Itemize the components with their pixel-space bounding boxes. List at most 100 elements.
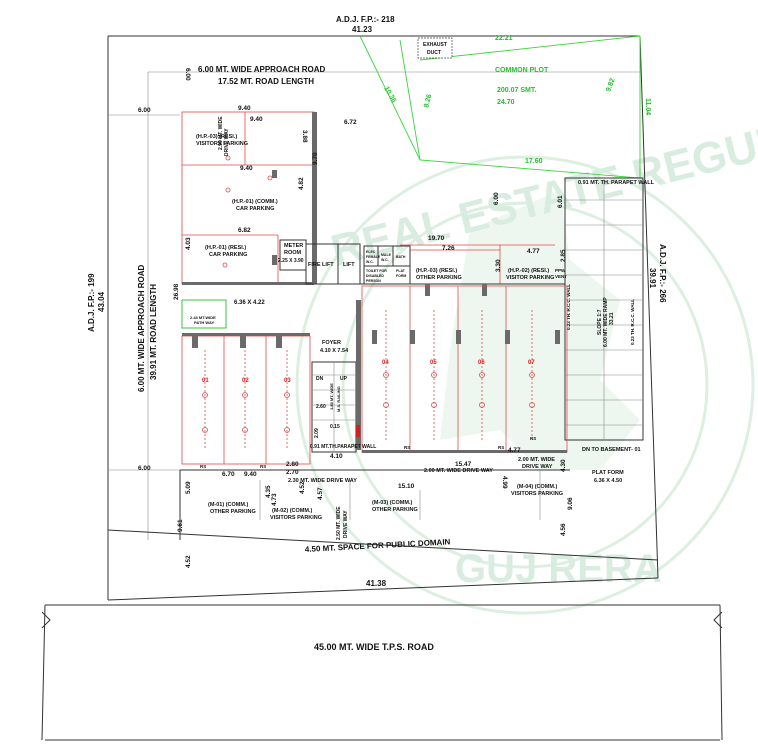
common-plot-dim-5: 9.82: [605, 77, 616, 92]
dim-961: 9.61: [177, 519, 184, 532]
shop-05: 05: [430, 360, 437, 366]
exhaust-label-1: EXHAUST: [423, 42, 447, 48]
male-wc-2: W.C.: [381, 258, 389, 262]
dim-940-mid: 9.40: [250, 116, 263, 123]
dim-509: 5.09: [185, 481, 192, 494]
toilet-disabled-3: PERSON: [366, 279, 381, 283]
dim-482: 4.82: [298, 177, 305, 190]
stair-015: 0.15: [330, 424, 340, 430]
slope-2: 6.00 MT. WIDE RAMP: [603, 297, 609, 347]
area-636: 6.36 X 4.22: [234, 300, 265, 306]
shops-right: [361, 285, 568, 453]
dim-403: 4.03: [185, 237, 192, 250]
left-dim: 26.98: [173, 283, 180, 300]
hp01-comm-1: (H.P.-01) (COMM.): [232, 199, 278, 205]
toilet-disabled-1: TOILET FOR: [366, 269, 387, 273]
common-plot-dim-1: 22.21: [495, 35, 513, 42]
hp03-label-1: (H.P.-03) (RESI.): [196, 134, 237, 140]
dim-452-b: 4.52: [185, 555, 192, 568]
m01-1: (M-01) (COMM.): [208, 502, 248, 508]
ramp-top-2: DRIVE WAY: [224, 128, 230, 156]
driveway-230: 2.30 MT. WIDE DRIVE WAY: [288, 478, 357, 484]
path-way-2: PATH WAY: [194, 320, 214, 325]
rcc-wall-left: 0.23 TH. R.C.C. WALL: [566, 284, 571, 330]
dim-906: 9.06: [567, 497, 574, 510]
path-way-1: 2.43 MT.WIDE: [190, 315, 216, 320]
ramp-top-1: 2.90 MT. WIDE: [218, 116, 224, 150]
ppw-2: VENT: [555, 274, 567, 279]
dim-430: 4.30: [560, 459, 567, 472]
rs-1: RS: [200, 464, 206, 469]
path-way-box: [181, 299, 227, 329]
adj-top-label: A.D.J. F.P.:- 218: [336, 15, 395, 24]
hp01-resi-1: (H.P.-01) (RESI.): [205, 245, 246, 251]
shops-left: [181, 333, 311, 465]
dim-1970: 19.70: [428, 235, 445, 242]
common-plot-dim-3: 8.26: [423, 93, 433, 108]
upper-left-block: [181, 111, 317, 285]
m02-1: (M-02) (COMM.): [272, 508, 312, 514]
plat-small-1: PLAT: [396, 269, 406, 273]
public-domain-label: 4.50 MT. SPACE FOR PUBLIC DOMAIN: [305, 537, 451, 554]
meter-room-3: 2.25 X 3.90: [278, 258, 304, 264]
plat-small-2: FORM: [396, 274, 406, 278]
dim-209: 2.09: [314, 428, 320, 438]
common-plot-label: COMMON PLOT: [495, 67, 549, 74]
driveway-vert-2: DRIVE WAY: [343, 510, 349, 538]
rs-2: RS: [260, 464, 266, 469]
common-plot-dim-4: 24.70: [497, 99, 515, 106]
dim-270: 2.70: [286, 469, 299, 476]
shop-02: 02: [242, 378, 249, 384]
female-wc-3: W.C.: [366, 260, 374, 264]
driveway-vert-1: 2.50 MT. WIDE: [336, 506, 342, 540]
dim-940-low: 9.40: [240, 165, 253, 172]
stair-dn: DN: [316, 376, 324, 382]
platform-2: 6.36 X 4.50: [594, 478, 622, 484]
road-length-top: 17.52 MT. ROAD LENGTH: [218, 77, 314, 86]
dim-672: 6.72: [344, 119, 357, 126]
right-width: 39.91: [648, 268, 657, 289]
m02-2: VISITORS PARKING: [270, 515, 322, 521]
meter-room-1: METER: [284, 243, 303, 249]
foyer-1: FOYER: [322, 340, 341, 346]
dim-477-bottom: 4.77: [508, 447, 521, 454]
dim-1510: 15.10: [398, 483, 415, 490]
female-wc-2: FEMALE: [366, 255, 381, 259]
bath: BATH: [396, 255, 406, 259]
dim-456: 4.56: [560, 523, 567, 536]
hp03-resi-1: (H.P.-03) (RESI.): [416, 268, 457, 274]
slope-1: SLOPE 1:7: [597, 309, 603, 335]
driveway-200b-2: DRIVE WAY: [522, 464, 553, 470]
hp01-resi-2: CAR PARKING: [209, 252, 247, 258]
ramp-area: [564, 177, 644, 441]
parapet-top: 0.91 MT. TH. PARAPET WALL: [578, 180, 655, 186]
left-width: 43.04: [97, 291, 106, 312]
parapet-bottom: 0.91 MT.TH.PARAPET WALL: [310, 444, 376, 450]
dim-473: 4.73: [271, 493, 278, 506]
shop-03: 03: [284, 378, 291, 384]
rcc-wall-right: 0.23 TH. R.C.C. WALL: [630, 299, 635, 345]
common-plot-dim-7: 17.60: [525, 158, 543, 165]
female-wc-1: ELEC: [366, 250, 376, 254]
top-width: 41.23: [352, 25, 373, 34]
dim-left-600b: 6.00: [138, 465, 151, 472]
male-wc-1: MALE: [381, 253, 392, 257]
ppw-1: PPW: [555, 268, 566, 273]
dim-330: 3.30: [495, 259, 502, 272]
dim-left-600a: 6.00: [138, 107, 151, 114]
lift: LIFT: [343, 262, 355, 268]
dim-452: 4.52: [299, 481, 306, 494]
dim-970: 9.70: [312, 152, 319, 165]
foyer-2: 4.10 X 7.54: [320, 348, 349, 354]
dim-285: 2.85: [560, 249, 567, 262]
hp01-comm-2: CAR PARKING: [236, 206, 274, 212]
left-adj-label: A.D.J. F.P.:- 199: [87, 273, 96, 332]
dim-388: 3.88: [301, 130, 308, 143]
dim-477-top: 4.77: [527, 248, 540, 255]
m03-2: OTHER PARKING: [372, 507, 418, 513]
meter-room-2: ROOM: [284, 250, 302, 256]
shop-07: 07: [528, 360, 535, 366]
right-adj-label: A.D.J. F.P.:- 266: [658, 244, 667, 303]
dim-457: 4.57: [317, 487, 324, 500]
shop-06: 06: [478, 360, 485, 366]
